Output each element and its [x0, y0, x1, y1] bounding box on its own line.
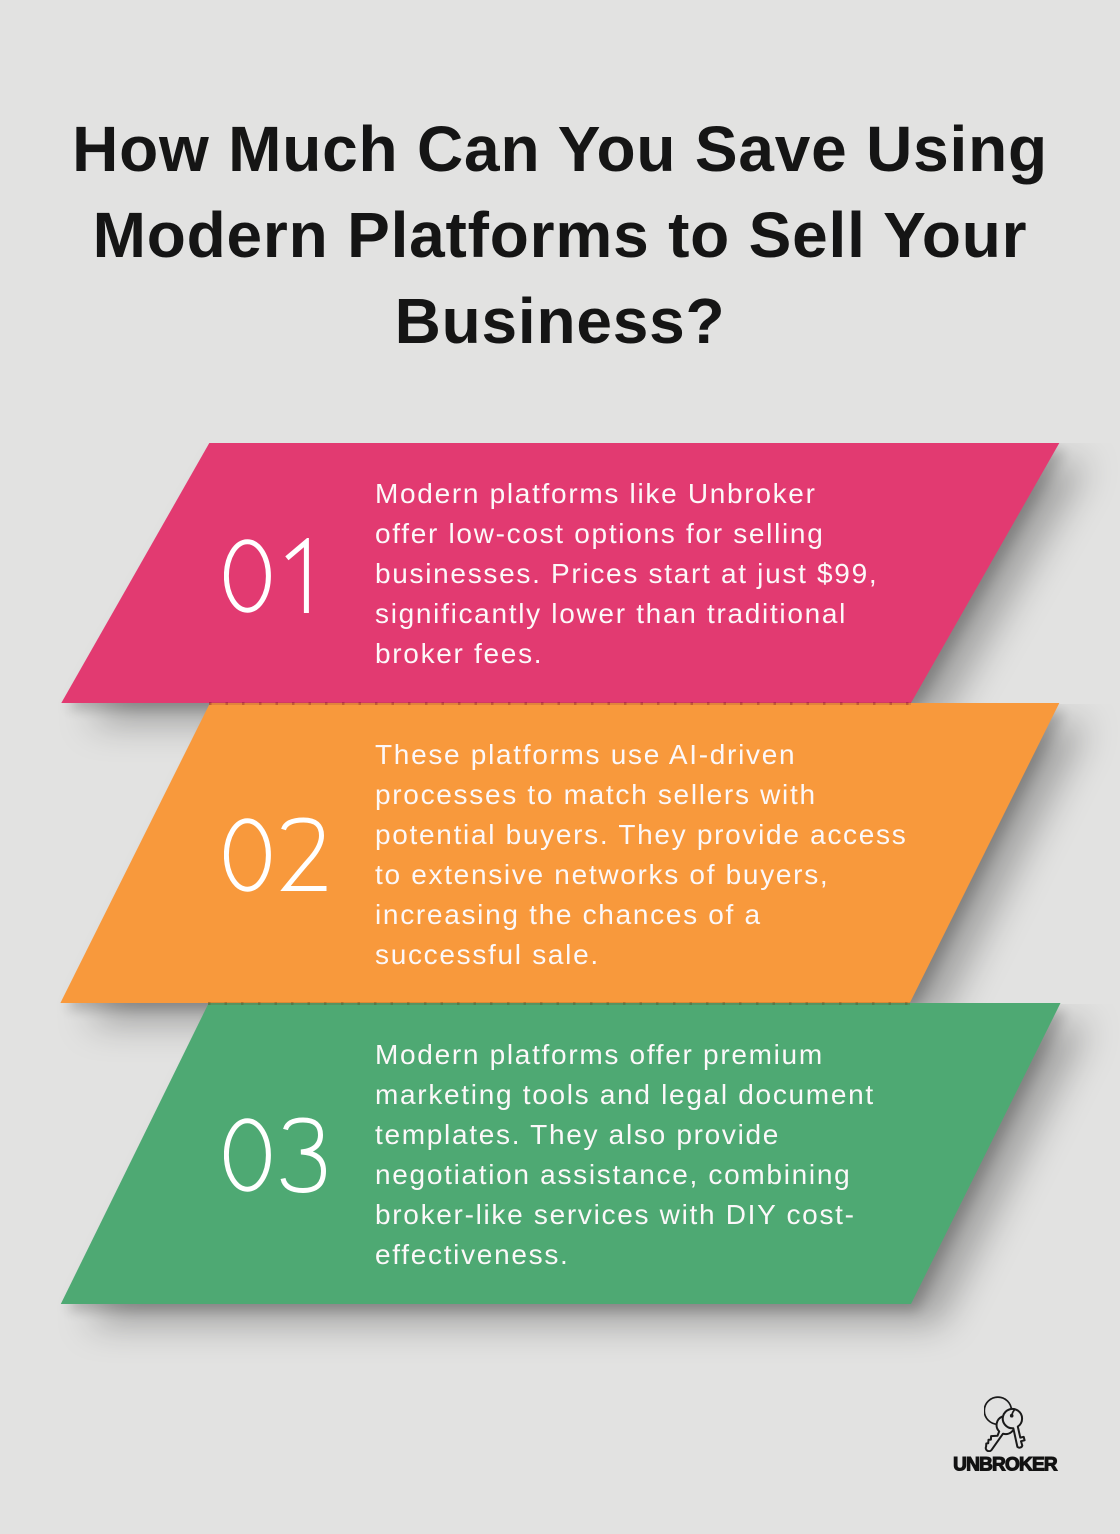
- svg-text:UNBROKER: UNBROKER: [953, 1455, 1058, 1476]
